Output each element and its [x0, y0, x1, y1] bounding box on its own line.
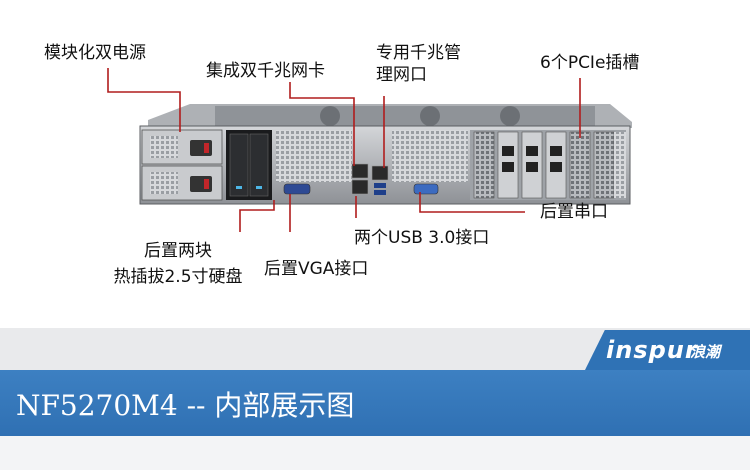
lan-port-2	[351, 179, 369, 195]
usb-port-2	[374, 190, 386, 195]
figure-caption: NF5270M4 -- 内部展示图	[16, 389, 355, 422]
label-gigabit-card: 集成双千兆网卡	[206, 61, 325, 81]
label-vga-port: 后置VGA接口	[264, 259, 369, 279]
label-mgmt-port-line1: 专用千兆管	[376, 43, 461, 63]
lan-port-1	[351, 163, 369, 179]
brand-logo-cn: 浪潮	[690, 343, 721, 361]
label-usb-ports: 两个USB 3.0接口	[354, 228, 490, 248]
label-power-supply: 模块化双电源	[44, 43, 146, 63]
label-mgmt-port-line2: 理网口	[376, 65, 427, 85]
label-hdd-line2: 热插拔2.5寸硬盘	[113, 267, 243, 287]
caption-band	[0, 370, 750, 436]
caption-band-bottom	[0, 436, 750, 470]
vga-port	[283, 183, 311, 195]
label-hdd: 后置两块 热插拔2.5寸硬盘	[98, 240, 258, 288]
brand-logo: inspur	[606, 336, 698, 364]
pcie-slots	[473, 131, 615, 199]
serial-port	[413, 183, 439, 195]
leader-lines	[107, 68, 581, 232]
mgmt-lan-port	[371, 165, 389, 181]
usb-port-1	[374, 183, 386, 188]
server-rear-illustration	[107, 68, 632, 232]
logo-tab	[585, 330, 750, 370]
label-serial-port: 后置串口	[540, 202, 608, 222]
label-pcie-slots: 6个PCIe插槽	[540, 53, 640, 73]
label-mgmt-port: 专用千兆管 理网口	[376, 42, 461, 86]
label-hdd-line1: 后置两块	[144, 241, 212, 261]
